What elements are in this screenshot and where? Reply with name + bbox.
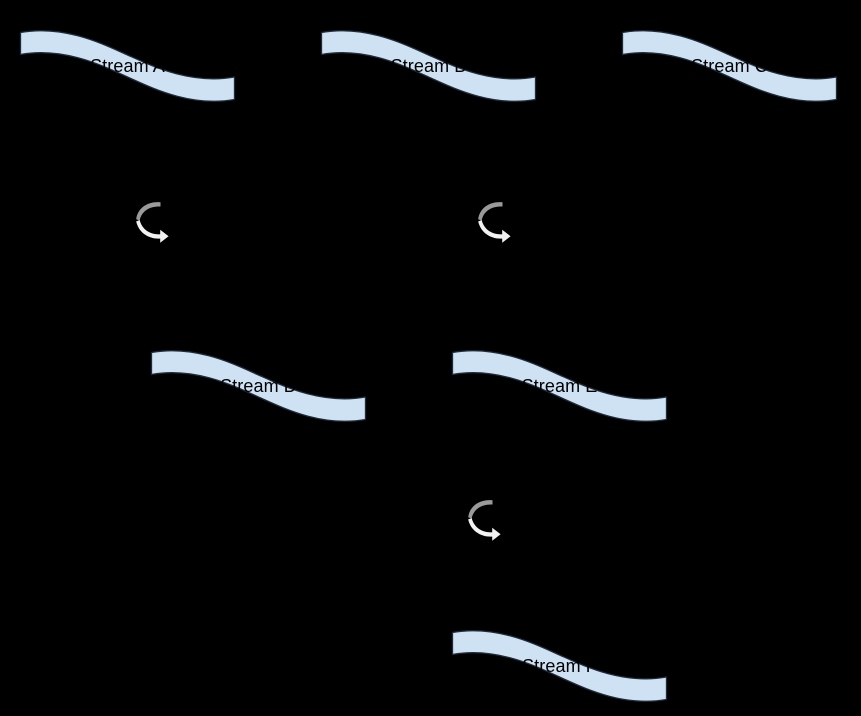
cycle-arrow-icon: [472, 194, 516, 250]
cycle-arrow-glyph: [478, 202, 511, 243]
banner-stream-b[interactable]: Stream B: [320, 27, 537, 105]
banner-shape: [621, 30, 838, 102]
banner-shape: [451, 350, 668, 422]
cycle-arrow-glyph: [136, 202, 169, 243]
cycle-arrow-icon: [130, 194, 174, 250]
banner-stream-f[interactable]: Stream F: [451, 627, 668, 705]
banner-stream-a[interactable]: Stream A: [19, 27, 236, 105]
banner-shape: [451, 630, 668, 702]
cycle-arrow-glyph: [468, 500, 501, 541]
banner-shape: [320, 30, 537, 102]
banner-stream-c[interactable]: Stream C: [621, 27, 838, 105]
banner-stream-e[interactable]: Stream E: [451, 347, 668, 425]
banner-shape: [19, 30, 236, 102]
banner-shape: [150, 350, 367, 422]
cycle-arrow-icon: [462, 492, 506, 548]
banner-stream-d[interactable]: Stream D: [150, 347, 367, 425]
